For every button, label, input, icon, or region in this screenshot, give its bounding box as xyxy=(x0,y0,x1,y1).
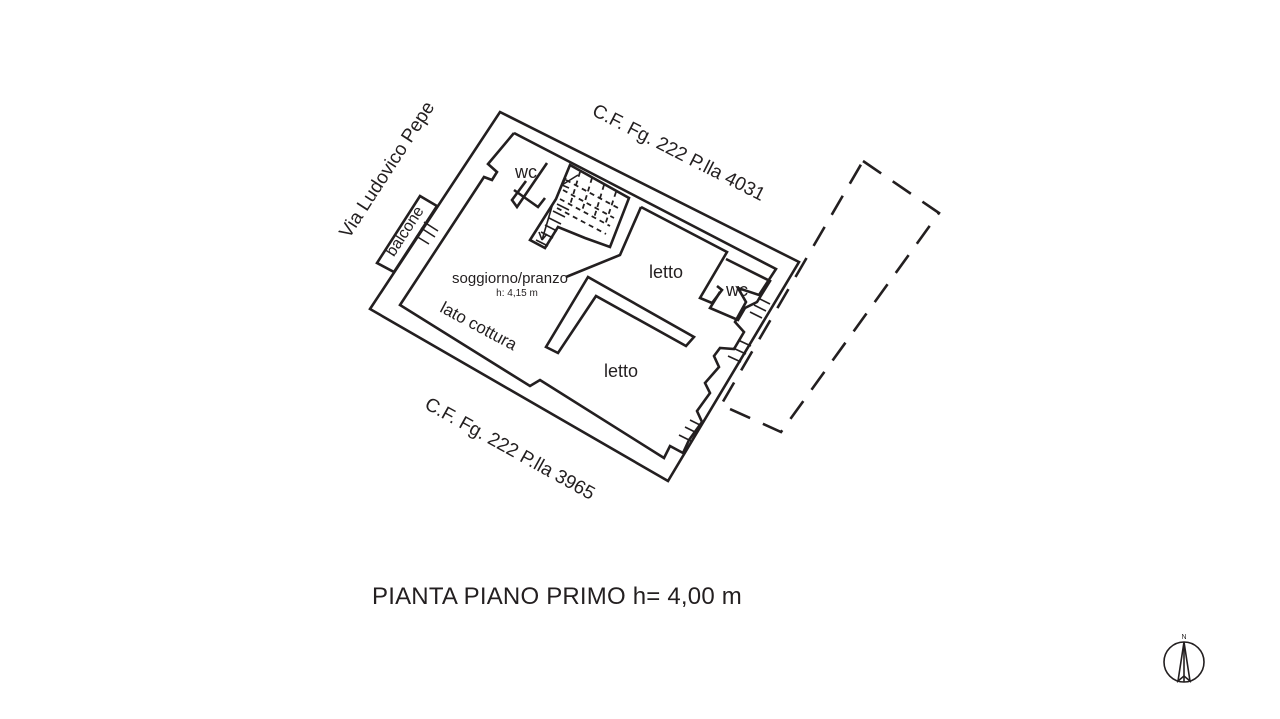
balcony-door xyxy=(415,221,439,245)
stair-arrow xyxy=(561,174,579,189)
stair-enclosure xyxy=(528,163,631,250)
inner-wall-perimeter xyxy=(398,131,778,460)
bedroom-1-lower-wall xyxy=(565,206,643,279)
living-room-label: soggiorno/pranzo xyxy=(452,270,568,287)
wc-2-walls xyxy=(708,257,772,322)
central-l-wall xyxy=(544,275,697,355)
plan-title: PIANTA PIANO PRIMO h= 4,00 m xyxy=(372,583,742,610)
compass-north-letter: N xyxy=(1181,634,1186,641)
living-room-height-label: h: 4,15 m xyxy=(496,288,538,299)
compass-icon: N xyxy=(1163,634,1205,683)
street-label: Via Ludovico Pepe xyxy=(336,98,440,242)
bedroom-1-label: letto xyxy=(649,262,683,282)
bedroom-1-walls xyxy=(640,205,729,305)
wc-2-label: wc xyxy=(725,280,748,300)
kitchen-label: lato cottura xyxy=(437,298,521,355)
wc-1-partition xyxy=(513,188,547,209)
right-opening-2 xyxy=(727,339,752,363)
stair-dotted-flight xyxy=(556,171,619,235)
adjacent-area-dashed-outline xyxy=(719,159,941,434)
right-opening-1 xyxy=(749,297,771,319)
wc-1-label: wc xyxy=(514,162,537,182)
bedroom-2-label: letto xyxy=(604,361,638,381)
parcel-south-label: C.F. Fg. 222 P.lla 3965 xyxy=(421,394,598,505)
right-opening-3 xyxy=(678,419,703,442)
stair-arrow-down xyxy=(538,202,554,241)
wc-1-walls xyxy=(510,162,549,210)
balcony-outline xyxy=(375,194,439,274)
